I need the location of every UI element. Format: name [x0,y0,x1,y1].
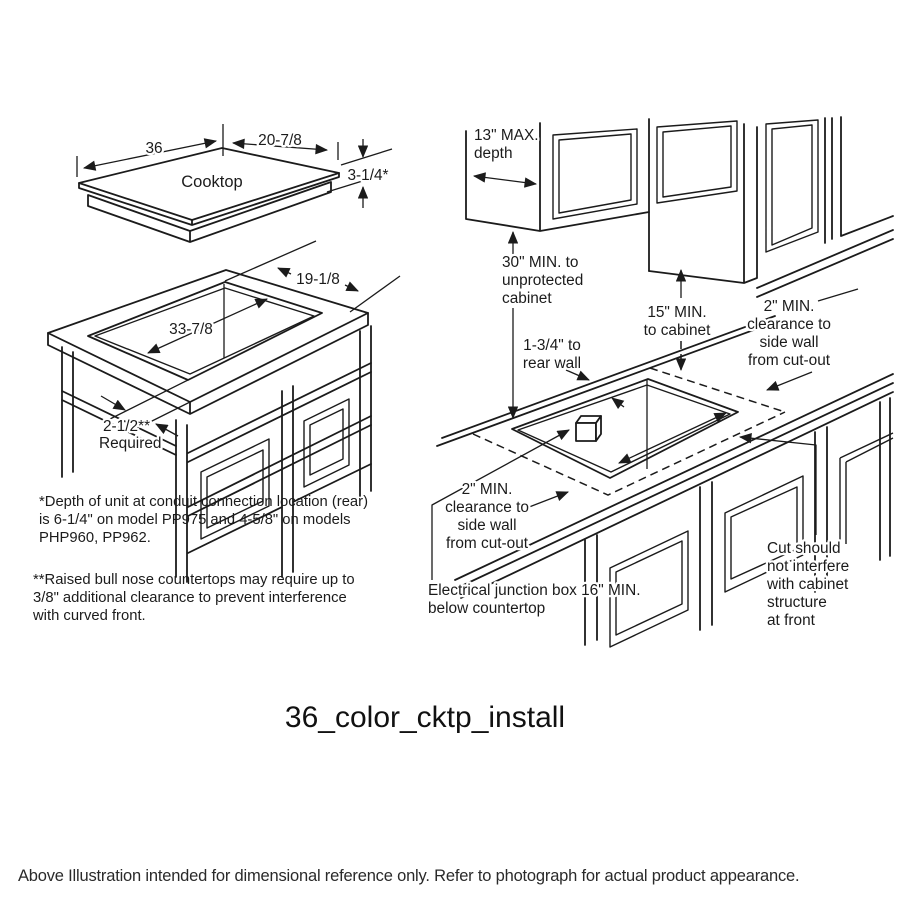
footnote-line: with curved front. [33,608,146,624]
footnote-line: *Depth of unit at conduit connection loc… [39,494,369,510]
footnote-bullnose: **Raised bull nose countertops may requi… [33,571,416,625]
dim-cutout-depth: 19-1/8 [296,271,340,288]
clearance-figure: 13" MAX. depth 30" MIN. to unprotected c… [426,116,894,648]
label-junction-2: below countertop [428,600,545,617]
junction-box [575,415,602,442]
dim-cooktop-depth: 20-7/8 [258,132,302,149]
label-side-left-2: clearance to [445,499,529,516]
label-side-right-3: side wall [759,334,818,351]
footer-caption: Above Illustration intended for dimensio… [18,866,800,885]
cooktop-figure: 36 20-7/8 3-1/4* Cooktop [76,124,393,243]
wall-cabinets [465,116,894,298]
label-cut-1: Cut should [767,540,841,557]
dashed-clearance-boundary [472,367,786,496]
label-side-right-2: clearance to [747,316,831,333]
label-min30-1: 30" MIN. to [502,254,578,271]
footnote-line: PHP960, PP962. [39,530,151,546]
label-cut-3: with cabinet [766,576,849,593]
label-min15-2: to cabinet [644,322,711,339]
label-side-left-4: from cut-out [446,535,529,552]
leaders-and-arrows [431,172,859,580]
label-rear-2: rear wall [523,355,581,372]
label-max-depth-1: 13" MAX. [474,127,539,144]
dim-cooktop-width: 36 [145,140,162,157]
label-cut-4: structure [767,594,827,611]
label-side-right-1: 2" MIN. [764,298,815,315]
cooktop-label: Cooktop [181,173,242,191]
label-min15-1: 15" MIN. [647,304,706,321]
label-min30-3: cabinet [502,290,552,307]
cooktop-body [78,147,340,243]
base-cabinet [61,325,372,583]
footnote-line: is 6-1/4" on model PP975 and 4-5/8" on m… [39,512,351,528]
cutout-dimensions [100,240,401,437]
label-min30-2: unprotected [502,272,583,289]
base-cabinet [584,397,894,648]
label-cut-5: at front [767,612,816,629]
countertop [436,315,894,599]
cutout-figure: 19-1/8 33-7/8 2-1/2** Required [47,240,401,583]
label-junction-1: Electrical junction box 16" MIN. [428,582,640,599]
countertop [47,269,369,415]
label-cut-2: not interfere [767,558,849,575]
cooktop-dimensions [76,124,393,208]
cutout-opening [511,378,739,479]
label-side-left-3: side wall [457,517,516,534]
dim-cutout-width: 33-7/8 [169,321,213,338]
figure-title: 36_color_cktp_install [284,701,566,734]
footnote-line: 3/8" additional clearance to prevent int… [33,590,347,606]
label-rear-1: 1-3/4" to [523,337,581,354]
dim-front-clearance: 2-1/2** [103,418,150,435]
dim-cooktop-height: 3-1/4* [347,167,388,184]
label-max-depth-2: depth [474,145,513,162]
dim-front-clearance-note: Required [99,435,161,452]
label-side-right-4: from cut-out [748,352,831,369]
footnote-line: **Raised bull nose countertops may requi… [33,572,355,588]
label-side-left-1: 2" MIN. [462,481,513,498]
footnote-depth: *Depth of unit at conduit connection loc… [39,493,416,547]
